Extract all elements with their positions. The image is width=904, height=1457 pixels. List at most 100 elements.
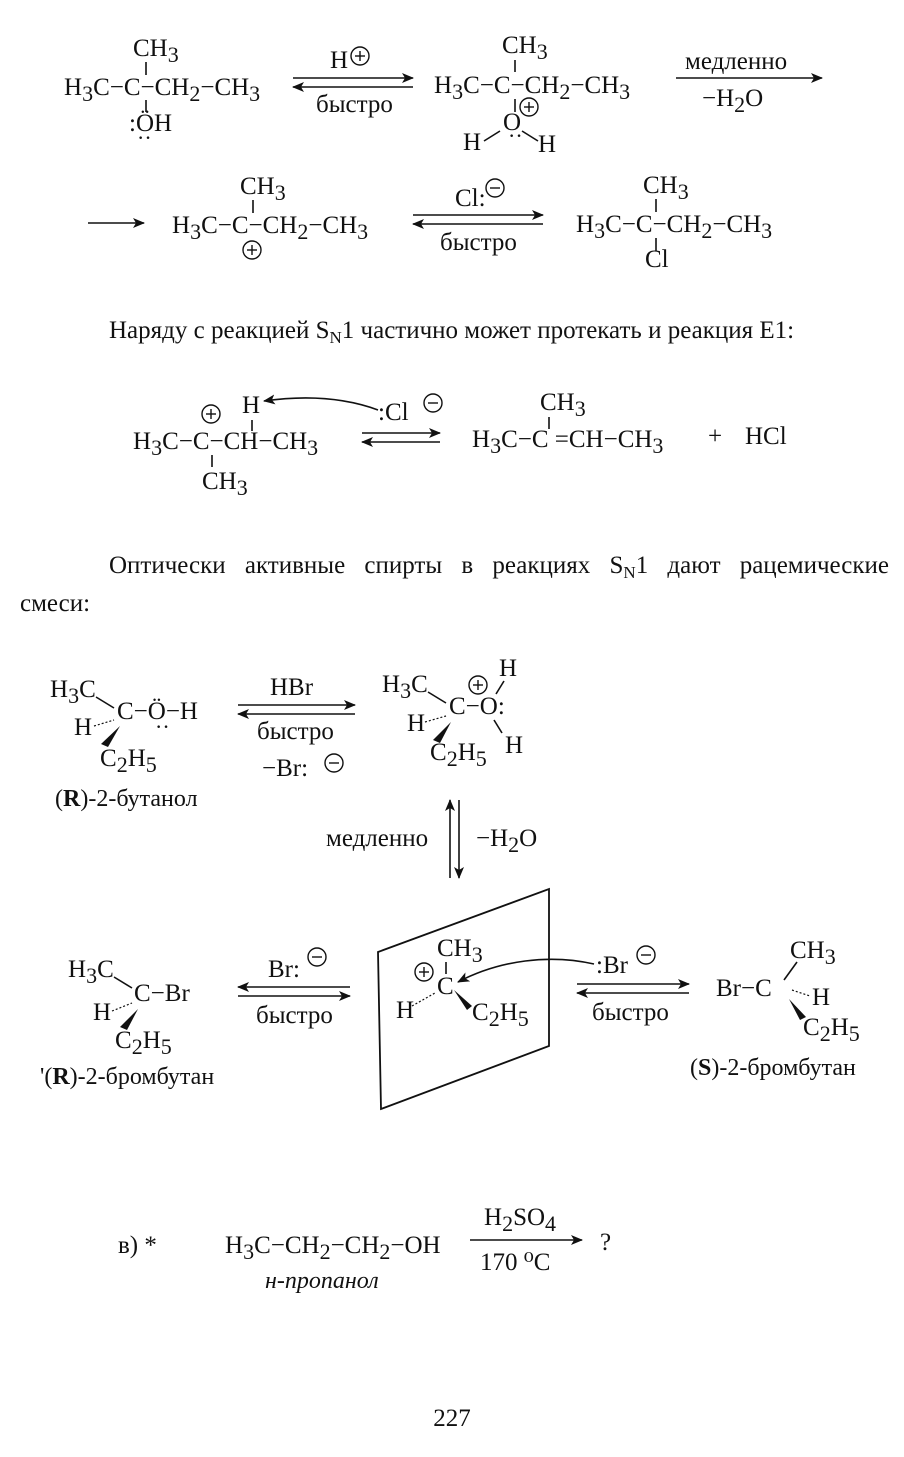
- alkene-product-structure: CH3 H3C−C =CH−CH3: [472, 389, 663, 458]
- equilibrium-arrows-bromide-right: [576, 979, 690, 998]
- svg-text:C2H5: C2H5: [803, 1014, 860, 1046]
- task-label: в) *: [118, 1232, 157, 1259]
- propanol-name: н-пропанол: [265, 1268, 379, 1294]
- plus-charge-icon: [350, 46, 370, 66]
- svg-text:H: H: [396, 997, 414, 1024]
- svg-text:Br−C: Br−C: [716, 975, 772, 1002]
- bromide-reagent-right: :Br: [596, 952, 629, 979]
- svg-text::ÖH: :ÖH: [129, 110, 172, 137]
- optical-activity-paragraph-line2: смеси:: [20, 590, 91, 617]
- curved-electron-arrow: [263, 394, 379, 411]
- svg-text:H3C−C =CH−CH3: H3C−C =CH−CH3: [472, 426, 663, 458]
- svg-text:H: H: [74, 714, 92, 741]
- svg-text:H: H: [505, 732, 523, 759]
- svg-text:CH3: CH3: [540, 389, 586, 421]
- hcl-product: HCl: [745, 423, 787, 450]
- svg-text:H: H: [93, 999, 111, 1026]
- r-butanol-name: (R)-2-бутанол: [55, 786, 198, 812]
- minus-charge-icon: [485, 178, 505, 198]
- oxonium-structure: CH3 H3C−C−CH2−CH3 O ·· H H: [434, 32, 630, 158]
- r-butanol-structure: H3C C−Ö−H ·· H C2H5: [50, 676, 198, 777]
- svg-text:H3C: H3C: [382, 671, 428, 703]
- fast-label-right: быстро: [592, 999, 669, 1026]
- equilibrium-arrows-hbr: [237, 700, 356, 719]
- protonated-butanol-structure: H3C H C−O: H C2H5 H: [382, 655, 523, 771]
- svg-text:C2H5: C2H5: [100, 745, 157, 777]
- svg-text:C2H5: C2H5: [472, 999, 529, 1031]
- svg-text:C: C: [437, 973, 454, 1000]
- svg-text:H: H: [407, 710, 425, 737]
- s-bromobutane-structure: CH3 Br−C H C2H5: [716, 937, 860, 1046]
- optical-activity-paragraph: Оптически активные спирты в реакциях SN1…: [109, 552, 889, 582]
- svg-text:H: H: [499, 655, 517, 682]
- svg-text:H3C−C−CH−CH3: H3C−C−CH−CH3: [133, 428, 318, 460]
- minus-charge-icon: [324, 753, 344, 773]
- proton-reagent: H: [330, 47, 348, 74]
- propanol-formula: H3C−CH2−CH2−OH: [225, 1232, 441, 1264]
- tert-amyl-alcohol-structure: CH3 H3C−C−CH2−CH3 :ÖH ··: [64, 35, 260, 150]
- svg-text:H3C: H3C: [68, 956, 114, 988]
- svg-text:··: ··: [137, 125, 152, 150]
- temperature-label: 170 ⁰C: [480, 1249, 550, 1276]
- carbocation-e1-structure: H H3C−C−CH−CH3 CH3: [133, 392, 318, 500]
- water-loss-vertical: −H2O: [476, 825, 537, 857]
- question-mark: ?: [600, 1229, 611, 1256]
- catalyst-label: H2SO4: [484, 1204, 556, 1236]
- bromide-attack-arrow: [457, 958, 595, 983]
- svg-text:CH3: CH3: [437, 935, 483, 967]
- svg-text:··: ··: [155, 714, 170, 739]
- slow-label: медленно: [685, 48, 787, 75]
- bromide-loss: −Br:: [262, 755, 308, 782]
- svg-text:H: H: [463, 129, 481, 156]
- plus-sign: +: [708, 423, 722, 450]
- svg-text:H3C−C−CH2−CH3: H3C−C−CH2−CH3: [576, 211, 772, 243]
- svg-text:CH3: CH3: [133, 35, 179, 67]
- svg-text:C2H5: C2H5: [430, 739, 487, 771]
- svg-text:··: ··: [508, 123, 523, 148]
- water-loss-label: −H2O: [702, 85, 763, 117]
- sn1-e1-paragraph: Наряду с реакцией SN1 частично может про…: [109, 317, 795, 347]
- svg-text:O: O: [503, 109, 521, 136]
- svg-text:H: H: [812, 984, 830, 1011]
- planar-carbocation-plane: CH3 C H C2H5: [377, 887, 550, 1111]
- svg-text:C−Br: C−Br: [134, 980, 190, 1007]
- svg-text:H3C−C−CH2−CH3: H3C−C−CH2−CH3: [64, 74, 260, 106]
- vertical-equilibrium-arrows: [445, 799, 464, 879]
- page-number: 227: [433, 1405, 471, 1432]
- svg-text:CH3: CH3: [240, 173, 286, 205]
- svg-text:H3C: H3C: [50, 676, 96, 708]
- fast-label-left: быстро: [256, 1002, 333, 1029]
- svg-text:C−Ö−H: C−Ö−H: [117, 698, 198, 725]
- hbr-reagent: HBr: [270, 674, 314, 701]
- svg-text:H: H: [538, 131, 556, 158]
- equilibrium-arrows-e1: [361, 428, 441, 447]
- tert-amyl-chloride-structure: CH3 H3C−C−CH2−CH3 Cl: [576, 172, 772, 273]
- svg-text:CH3: CH3: [643, 172, 689, 204]
- minus-charge-icon: [636, 945, 656, 965]
- r-bromobutane-name: '(R)-2-бромбутан: [40, 1064, 214, 1090]
- equilibrium-arrows-bromide-left: [237, 982, 351, 1001]
- chloride-reagent: Cl:: [455, 185, 486, 212]
- fast-label-hbr: быстро: [257, 718, 334, 745]
- slow-label-vertical: медленно: [326, 825, 428, 852]
- s-bromobutane-name: (S)-2-бромбутан: [690, 1055, 856, 1081]
- svg-text:CH3: CH3: [790, 937, 836, 969]
- r-bromobutane-structure: H3C C−Br H C2H5: [68, 956, 190, 1059]
- fast-label: быстро: [316, 91, 393, 118]
- equilibrium-arrows-protonation: [292, 73, 414, 92]
- svg-text:C−O:: C−O:: [449, 693, 505, 720]
- bromide-reagent-left: Br:: [268, 956, 300, 983]
- minus-charge-icon: [307, 947, 327, 967]
- svg-text:H3C−C−CH2−CH3: H3C−C−CH2−CH3: [172, 212, 368, 244]
- minus-charge-icon: [423, 393, 443, 413]
- svg-text:H: H: [242, 392, 260, 419]
- svg-text:CH3: CH3: [502, 32, 548, 64]
- equilibrium-arrows-chloride: [412, 210, 544, 229]
- chloride-base: :Cl: [378, 399, 409, 426]
- tertiary-carbocation-structure: CH3 H3C−C−CH2−CH3: [172, 173, 368, 260]
- svg-text:C2H5: C2H5: [115, 1027, 172, 1059]
- fast-label-chloride: быстро: [440, 229, 517, 256]
- svg-text:Cl: Cl: [645, 246, 669, 273]
